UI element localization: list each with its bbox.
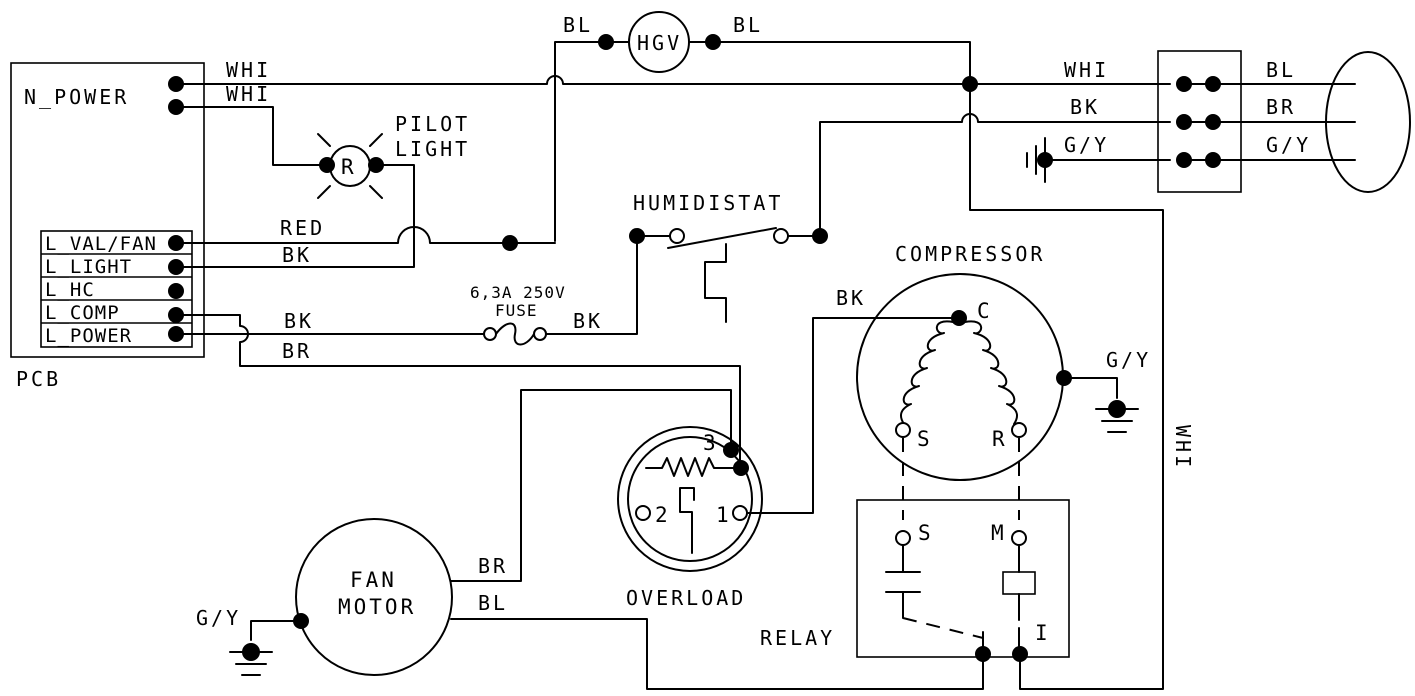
overload-resistor-icon	[645, 457, 741, 477]
wire-bk-comp-c	[747, 317, 960, 514]
fuse-rating: 6,3A 250V	[470, 283, 566, 302]
wire-red-valve	[175, 226, 556, 244]
fan-motor: FAN MOTOR	[295, 518, 453, 676]
supply-cable-end	[1325, 51, 1411, 193]
relay-terminal-m: M	[991, 521, 1007, 545]
hgv-label: HGV	[637, 31, 682, 55]
compressor-terminal-c: C	[977, 299, 993, 323]
pcb-terminal-l-light: L_LIGHT	[45, 256, 132, 278]
fan-ground-icon	[229, 643, 273, 676]
fan-motor-label-2: MOTOR	[338, 595, 416, 619]
pilot-light-label-2: LIGHT	[395, 137, 470, 161]
wire-label-red: RED	[280, 216, 325, 240]
wire-br-comp	[175, 314, 741, 467]
overload: 2 1 3 OVERLOAD	[617, 426, 763, 610]
wire-label-whi-1: WHI	[226, 58, 271, 82]
wire-label-bk-supply: BK	[1070, 95, 1100, 119]
wire-label-gy-fan: G/Y	[196, 606, 241, 630]
overload-terminal-2: 2	[655, 503, 671, 527]
wire-label-gy-comp: G/Y	[1106, 348, 1151, 372]
fuse-icon	[495, 322, 535, 346]
compressor-label: COMPRESSOR	[895, 242, 1045, 266]
wire-bl-hgv-out	[712, 41, 971, 85]
overload-terminal-3: 3	[703, 431, 719, 455]
fuse: 6,3A 250V FUSE	[470, 283, 566, 346]
wire-label-bk-power: BK	[284, 309, 314, 333]
wire-label-whi-vertical: WHI	[1171, 425, 1195, 470]
wire-label-bk-comp: BK	[836, 286, 866, 310]
pcb-terminal-l-power: L_POWER	[45, 325, 132, 347]
compressor-terminal-r: R	[992, 427, 1008, 451]
wire-whi-return	[969, 83, 1164, 690]
wire-label-whi-supply: WHI	[1064, 58, 1109, 82]
wire-bk-pilot	[175, 164, 415, 268]
humidistat: HUMIDISTAT	[633, 191, 821, 323]
relay-coil-icon	[1002, 571, 1036, 595]
relay: S M I RELAY	[760, 438, 1070, 658]
humidistat-switch-arm	[667, 227, 777, 249]
pcb-terminal-l-hc: L_HC	[45, 279, 95, 301]
wire-label-gy-cable: G/Y	[1266, 133, 1311, 157]
wire-bl-fan	[450, 618, 984, 690]
overload-terminal-1: 1	[716, 503, 732, 527]
pilot-light-symbol: R	[341, 155, 357, 179]
wire-label-br-fan: BR	[478, 554, 508, 578]
wire-label-bl-hgv-out: BL	[733, 13, 763, 37]
pcb-terminal-l-val-fan: L_VAL/FAN	[45, 233, 157, 255]
pilot-light: R PILOT LIGHT	[317, 112, 470, 199]
wire-label-whi-2: WHI	[226, 82, 271, 106]
pcb-n-power-label: N_POWER	[24, 85, 129, 109]
overload-inner	[627, 436, 753, 562]
wire-gy-fan-ground	[250, 620, 302, 641]
wire-bk-supply	[819, 113, 1171, 237]
supply-connector	[1157, 50, 1411, 193]
wire-whi-pilot	[175, 106, 328, 166]
wire-bk-fuse-hum	[545, 235, 638, 335]
hgv-valve-icon	[628, 11, 690, 73]
pcb-outline	[10, 62, 205, 358]
wires	[175, 41, 1171, 690]
humidistat-sensor-icon	[704, 243, 727, 323]
relay-box	[856, 499, 1070, 658]
humidistat-label: HUMIDISTAT	[633, 191, 783, 215]
overload-bimetal-icon	[679, 487, 695, 554]
relay-terminal-s: S	[918, 521, 934, 545]
wire-label-bk-fuse: BK	[573, 309, 603, 333]
compressor-winding-start	[900, 320, 954, 425]
wire-label-br-comp: BR	[282, 339, 312, 363]
fan-motor-label-1: FAN	[350, 568, 397, 592]
overload-outer	[617, 426, 763, 572]
fan-motor-housing	[295, 518, 453, 676]
wire-gy-comp-ground	[1063, 377, 1118, 399]
wire-label-br-cable: BR	[1266, 95, 1296, 119]
wire-br-fan	[450, 389, 732, 582]
compressor-ground-icon	[1095, 400, 1139, 433]
compressor-winding-run	[964, 320, 1018, 425]
wire-label-bl-cable: BL	[1266, 58, 1296, 82]
fuse-label: FUSE	[495, 301, 538, 320]
pcb-block: N_POWER L_VAL/FAN L_LIGHT L_HC L_COMP L_…	[10, 62, 205, 391]
wire-label-bl-hgv-in: BL	[563, 13, 593, 37]
wire-whi-main	[175, 75, 1171, 85]
wire-label-gy-supply: G/Y	[1064, 133, 1109, 157]
compressor-housing	[856, 273, 1064, 481]
wire-label-bl-fan: BL	[478, 591, 508, 615]
pilot-light-label-1: PILOT	[395, 112, 470, 136]
pcb-terminal-block	[40, 230, 193, 348]
compressor-terminal-s: S	[917, 427, 933, 451]
junction-dots	[168, 34, 1221, 662]
relay-terminal-i: I	[1035, 621, 1051, 645]
pcb-label: PCB	[16, 367, 61, 391]
wire-bl-hgv-in	[554, 41, 607, 242]
relay-label: RELAY	[760, 626, 835, 650]
hgv-valve: HGV	[628, 11, 690, 73]
wire-labels: WHI WHI BL BL WHI BK G/Y BL BR G/Y RED B…	[196, 13, 1311, 630]
wire-label-bk-light: BK	[282, 243, 312, 267]
compressor: C S R COMPRESSOR	[856, 242, 1064, 481]
pcb-terminal-l-comp: L_COMP	[45, 302, 120, 324]
overload-label: OVERLOAD	[626, 586, 746, 610]
